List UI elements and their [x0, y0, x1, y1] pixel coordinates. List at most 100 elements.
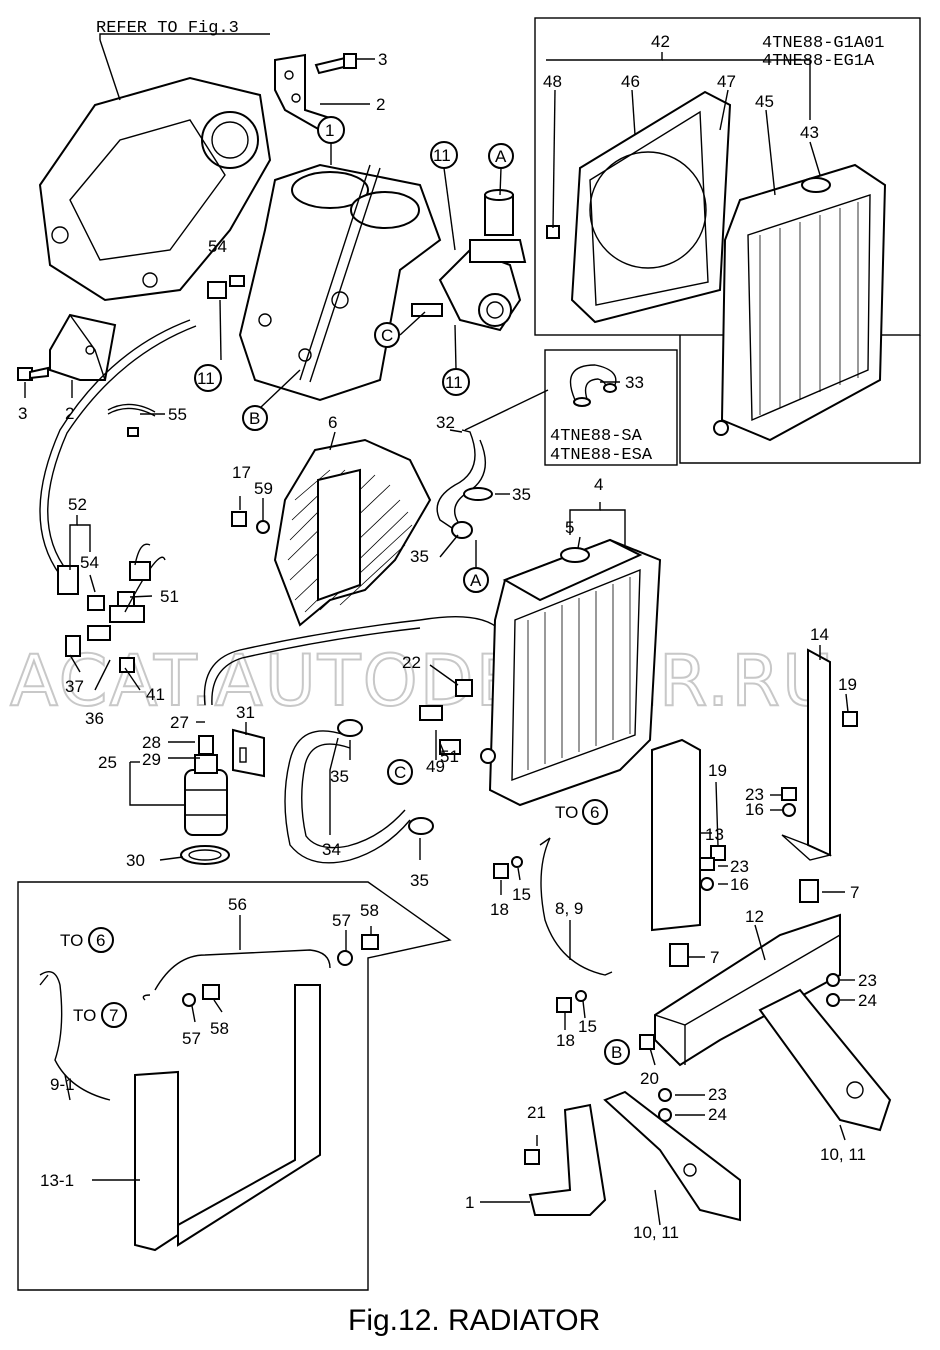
callout-10-11-a: 10, 11	[820, 1145, 866, 1164]
callout-36: 36	[85, 709, 104, 728]
callout-20: 20	[640, 1069, 659, 1088]
clamp-35-d	[408, 817, 434, 835]
flywheel-housing	[38, 76, 272, 302]
ref-circles	[88, 116, 630, 1065]
callout-19-a: 19	[838, 675, 857, 694]
bracket-14	[781, 648, 833, 861]
callout-54-lower: 54	[80, 553, 99, 572]
ref-1-label: 1	[325, 121, 334, 140]
callout-23-b: 23	[730, 857, 749, 876]
fitting-54-upper	[207, 275, 245, 299]
leader-lines	[24, 52, 855, 1226]
callout-32: 32	[436, 413, 455, 432]
bolt-58-upper	[337, 934, 379, 966]
callout-34: 34	[322, 840, 341, 859]
callout-24-b: 24	[708, 1105, 727, 1124]
callout-51-a: 51	[160, 587, 179, 606]
callout-42: 42	[651, 32, 670, 51]
thermostat-housing	[469, 189, 527, 263]
callout-18-b: 18	[556, 1031, 575, 1050]
callout-3-upper: 3	[378, 50, 387, 69]
callout-35-b: 35	[410, 547, 429, 566]
callout-23-a: 23	[745, 785, 764, 804]
mount-7-b	[669, 943, 689, 967]
callout-12: 12	[745, 907, 764, 926]
valve-assembly	[57, 565, 145, 673]
bolt-58-lower	[182, 984, 220, 1007]
bracket-31	[232, 728, 265, 778]
callout-15-a: 15	[512, 885, 531, 904]
to-6-text-a: TO	[555, 803, 578, 822]
callout-35-c: 35	[330, 767, 349, 786]
callout-4: 4	[594, 475, 603, 494]
callout-58-b: 58	[210, 1019, 229, 1038]
to-7-text: TO	[73, 1006, 96, 1025]
callout-48: 48	[543, 72, 562, 91]
nuts-23-24-right	[826, 973, 840, 1007]
callout-22: 22	[402, 653, 421, 672]
option-box-hose	[544, 349, 678, 466]
bolt-3-upper	[314, 53, 357, 75]
hose-52	[39, 319, 197, 576]
callout-21: 21	[527, 1103, 546, 1122]
callout-55: 55	[168, 405, 187, 424]
ref-A-label-a: A	[495, 147, 507, 166]
callout-16-a: 16	[745, 800, 764, 819]
pipe-8-9	[539, 837, 613, 976]
ref-B-label-a: B	[249, 409, 260, 428]
hose-32	[436, 429, 487, 531]
bracket-10-11-lower	[603, 1090, 741, 1222]
callout-3-lower: 3	[18, 404, 27, 423]
callout-13: 13	[705, 825, 724, 844]
bracket-13-1	[134, 984, 321, 1252]
ref-6-label-b: 6	[96, 931, 105, 950]
inset-box	[17, 881, 452, 1291]
callout-59: 59	[254, 479, 273, 498]
reserve-tank	[184, 735, 228, 836]
figure-caption: Fig.12. RADIATOR	[348, 1304, 600, 1337]
bracket-13	[651, 738, 701, 932]
callout-17: 17	[232, 463, 251, 482]
callout-35-d: 35	[410, 871, 429, 890]
callout-33: 33	[625, 373, 644, 392]
bracket-lower-left	[49, 313, 117, 381]
callout-57-a: 57	[332, 911, 351, 930]
model-code-1: 4TNE88-G1A01	[762, 34, 884, 53]
bolt-17	[231, 511, 247, 527]
washer-59	[256, 520, 270, 534]
callout-23-d: 23	[708, 1085, 727, 1104]
callout-7-b: 7	[710, 948, 719, 967]
callout-41: 41	[146, 685, 165, 704]
bolt-3-lower	[17, 366, 49, 381]
pipe-9-1	[39, 971, 111, 1101]
bolt-22	[455, 679, 473, 697]
callout-10-11-b: 10, 11	[633, 1223, 679, 1242]
refer-note: REFER TO Fig.3	[96, 19, 239, 38]
callout-58-a: 58	[360, 901, 379, 920]
callout-24-a: 24	[858, 991, 877, 1010]
callout-54-upper: 54	[208, 237, 227, 256]
pipe-56	[142, 949, 331, 1001]
callout-18-a: 18	[490, 900, 509, 919]
bolts-18-15	[493, 856, 587, 1013]
clamp-35-b	[451, 521, 473, 539]
clamp-55	[107, 403, 156, 437]
ref-7-label: 7	[109, 1006, 118, 1025]
callout-9-1: 9-1	[50, 1075, 75, 1094]
callout-29: 29	[142, 750, 161, 769]
callout-31: 31	[236, 703, 255, 722]
callout-2-upper: 2	[376, 95, 385, 114]
refer-leader	[99, 33, 270, 40]
callout-25: 25	[98, 753, 117, 772]
radiator-main	[480, 538, 662, 807]
hose-49	[419, 705, 461, 755]
fan-shroud-alt	[570, 90, 732, 324]
model-code-3: 4TNE88-SA	[550, 427, 643, 446]
bracket-10-11-right	[758, 988, 892, 1132]
mount-7-a	[799, 879, 819, 903]
callout-19-b: 19	[708, 761, 727, 780]
callout-23-c: 23	[858, 971, 877, 990]
band-30	[180, 845, 230, 865]
bolt-21	[524, 1149, 540, 1165]
